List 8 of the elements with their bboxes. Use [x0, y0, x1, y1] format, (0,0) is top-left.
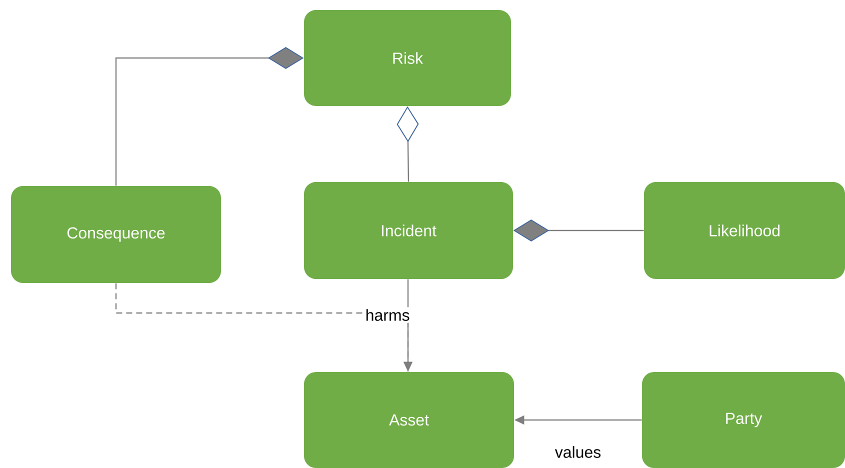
process-box: Risk: [304, 10, 511, 106]
process-box: Likelihood: [644, 182, 845, 279]
edge-label: harms: [363, 307, 412, 323]
process-box: Consequence: [11, 186, 221, 283]
process-box: Asset: [304, 372, 514, 468]
process-box: Party: [642, 372, 845, 468]
edge-label: values: [552, 444, 604, 460]
process-box: Incident: [304, 182, 513, 279]
